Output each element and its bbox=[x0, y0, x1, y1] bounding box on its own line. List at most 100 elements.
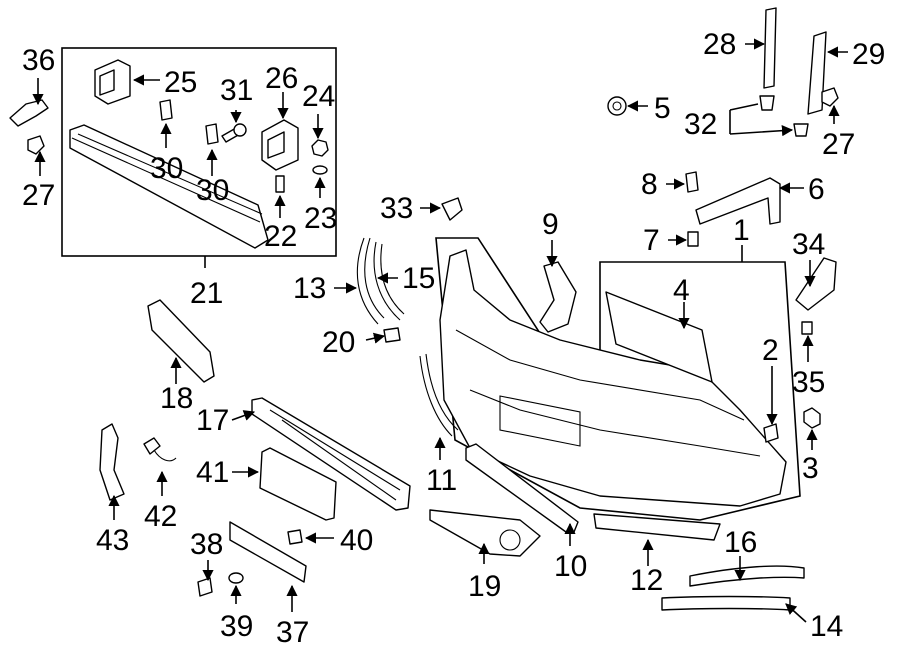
clip-35 bbox=[801, 321, 813, 335]
block-20 bbox=[383, 327, 401, 343]
bracket-26 bbox=[261, 119, 299, 171]
bolt-31-head bbox=[233, 123, 247, 137]
callout-29: 29 bbox=[852, 38, 885, 71]
callout-28: 28 bbox=[703, 28, 736, 61]
molding-16 bbox=[689, 565, 805, 587]
arch-13-inner bbox=[364, 237, 385, 319]
bolt-27-left bbox=[27, 135, 45, 155]
callout-12: 12 bbox=[630, 564, 663, 597]
callout-9: 9 bbox=[542, 208, 559, 241]
arch-15-inner bbox=[380, 243, 405, 315]
frame-41 bbox=[259, 447, 337, 521]
pin-8 bbox=[685, 171, 699, 193]
callout-10: 10 bbox=[554, 550, 587, 583]
pad-30-upper bbox=[159, 99, 173, 121]
plate-bracket-37 bbox=[229, 521, 307, 583]
washer-23 bbox=[312, 165, 328, 175]
nut-24 bbox=[311, 139, 329, 157]
callout-26: 26 bbox=[265, 62, 298, 95]
callout-38: 38 bbox=[190, 528, 223, 561]
fastener-32-a bbox=[759, 95, 775, 111]
callout-43: 43 bbox=[96, 524, 129, 557]
arch-13-outer bbox=[356, 237, 379, 325]
callout-11: 11 bbox=[426, 464, 457, 497]
callout-5: 5 bbox=[654, 92, 671, 125]
callout-33: 33 bbox=[380, 192, 413, 225]
callout-8: 8 bbox=[641, 168, 658, 201]
bumper-cover-lines bbox=[455, 329, 761, 457]
callout-13: 13 bbox=[293, 272, 326, 305]
bracket-9 bbox=[539, 261, 577, 333]
callout-20: 20 bbox=[322, 326, 355, 359]
callout-30-upper: 30 bbox=[150, 152, 183, 185]
fastener-32-b bbox=[793, 123, 809, 137]
molding-14 bbox=[661, 595, 791, 611]
connector-42 bbox=[143, 437, 161, 455]
fog-opening bbox=[499, 529, 521, 551]
callout-41: 41 bbox=[196, 456, 229, 489]
grommet-5 bbox=[607, 96, 627, 116]
callout-6: 6 bbox=[808, 173, 825, 206]
callout-25: 25 bbox=[164, 66, 197, 99]
plug-40 bbox=[287, 529, 303, 545]
fog-grille-19 bbox=[429, 509, 541, 557]
callout-30-lower: 30 bbox=[196, 174, 229, 207]
lead-14 bbox=[785, 603, 807, 623]
bumper-cover bbox=[439, 249, 787, 507]
washer-39 bbox=[228, 572, 244, 584]
connector-42-wire bbox=[153, 449, 177, 462]
sensor-bracket-43 bbox=[99, 423, 125, 501]
nut-3 bbox=[803, 407, 821, 429]
bolt-27-right bbox=[821, 87, 839, 107]
callout-1: 1 bbox=[733, 214, 750, 247]
callout-7: 7 bbox=[643, 224, 660, 257]
grille-12 bbox=[593, 513, 721, 541]
callout-27-left: 27 bbox=[22, 179, 55, 212]
screw-38 bbox=[197, 577, 213, 597]
grille-17-ribs bbox=[269, 409, 401, 501]
callout-36: 36 bbox=[22, 44, 55, 77]
pad-30-lower bbox=[205, 123, 219, 145]
bumper-grille-opening bbox=[499, 395, 581, 447]
bracket-34 bbox=[795, 257, 837, 311]
callout-14: 14 bbox=[810, 610, 843, 643]
callout-40: 40 bbox=[340, 524, 373, 557]
callout-39: 39 bbox=[220, 610, 253, 643]
molding-11 bbox=[419, 353, 459, 437]
callout-19: 19 bbox=[468, 570, 501, 603]
screw-7 bbox=[687, 231, 699, 247]
strip-28 bbox=[763, 7, 777, 89]
callout-2: 2 bbox=[762, 334, 779, 367]
callout-21: 21 bbox=[190, 277, 223, 310]
screw-2 bbox=[763, 423, 779, 443]
callout-27-right: 27 bbox=[822, 128, 855, 161]
callout-42: 42 bbox=[144, 500, 177, 533]
callout-3: 3 bbox=[802, 452, 819, 485]
callout-23: 23 bbox=[304, 202, 337, 235]
cap-33 bbox=[441, 197, 463, 221]
lead-20 bbox=[365, 332, 386, 344]
impact-bar-ribs bbox=[71, 133, 263, 223]
group-21-frame bbox=[61, 47, 337, 257]
grommet-5-hole bbox=[612, 101, 622, 111]
clip-36 bbox=[9, 99, 49, 127]
impact-bar bbox=[69, 124, 269, 249]
callout-16: 16 bbox=[724, 526, 757, 559]
callout-15: 15 bbox=[402, 262, 435, 295]
callout-4: 4 bbox=[673, 274, 690, 307]
callout-32: 32 bbox=[684, 108, 717, 141]
callout-17: 17 bbox=[196, 404, 229, 437]
callout-37: 37 bbox=[276, 616, 309, 649]
reinforcement-6 bbox=[695, 177, 781, 225]
arch-15-outer bbox=[373, 241, 401, 321]
callout-22: 22 bbox=[264, 220, 297, 253]
screw-22 bbox=[275, 175, 285, 193]
callout-18: 18 bbox=[160, 382, 193, 415]
callout-24: 24 bbox=[302, 80, 335, 113]
license-bracket-4 bbox=[605, 291, 713, 383]
lead-17 bbox=[231, 410, 256, 421]
callout-31: 31 bbox=[220, 74, 253, 107]
callout-34: 34 bbox=[792, 228, 825, 261]
